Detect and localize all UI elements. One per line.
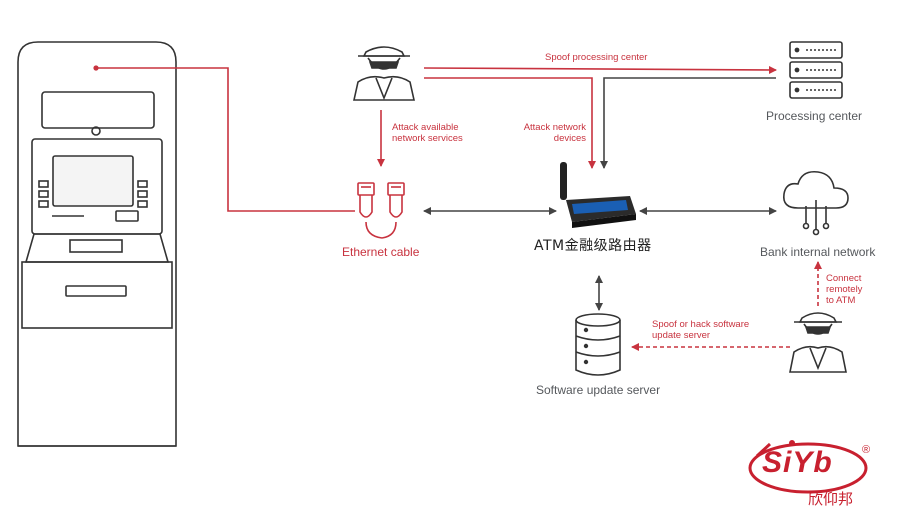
- ethernet-cable-label: Ethernet cable: [342, 245, 420, 259]
- logo-text: SiYb: [762, 446, 833, 479]
- spoof-center-arrow: [423, 65, 777, 74]
- connect-remote-line-1: Connect: [826, 273, 862, 284]
- processing-to-router-line: [600, 77, 776, 169]
- router-device-icon: [560, 162, 636, 228]
- server-rack-icon: [789, 41, 843, 99]
- spoof-center-label: Spoof processing center: [545, 52, 648, 63]
- ethernet-connector-icon: [357, 182, 405, 239]
- database-icon: [575, 313, 621, 376]
- connect-remote-line-3: to ATM: [826, 295, 856, 306]
- spoof-update-line-1: Spoof or hack software: [652, 319, 750, 330]
- attack-services-label: Attack available network services: [392, 122, 463, 144]
- atm-to-ethernet-line: [93, 65, 355, 212]
- attack-devices-label: Attack network devices: [520, 122, 586, 144]
- connect-remote-label: Connect remotely to ATM: [826, 273, 862, 306]
- connect-remote-line-2: remotely: [826, 284, 863, 295]
- bank-network-label: Bank internal network: [760, 245, 876, 259]
- attack-devices-arrow: [424, 77, 596, 169]
- cloud-network-icon: [782, 170, 849, 236]
- spoof-update-line-2: update server: [652, 330, 711, 341]
- processing-center-label: Processing center: [766, 109, 863, 123]
- attack-devices-line-2: devices: [553, 133, 586, 144]
- atm-machine-icon: [17, 41, 177, 447]
- registered-mark: ®: [862, 444, 871, 456]
- attack-devices-line-1: Attack network: [523, 122, 586, 133]
- attack-services-line-1: Attack available: [392, 122, 459, 133]
- spoof-update-label: Spoof or hack software update server: [652, 319, 749, 341]
- hacker-icon-top: [353, 46, 415, 101]
- siyb-logo: [748, 440, 868, 494]
- hacker-icon-bottom: [789, 312, 847, 373]
- software-server-label: Software update server: [536, 383, 661, 397]
- attack-services-line-2: network services: [392, 133, 463, 144]
- logo-cn-text: 欣仰邦: [808, 490, 854, 508]
- router-label: ATM金融级路由器: [534, 238, 652, 254]
